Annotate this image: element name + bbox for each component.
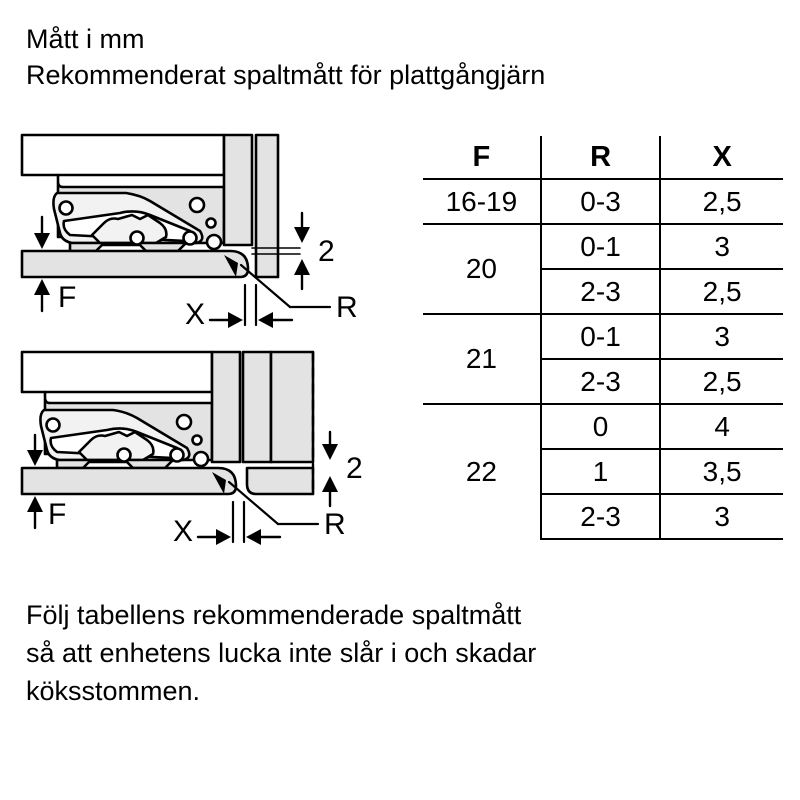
column-header-f: F bbox=[423, 136, 541, 180]
cell-r: 2-3 bbox=[539, 493, 661, 540]
table-row: 20 0-1 3 bbox=[423, 223, 783, 314]
hinge-pivot-1-b bbox=[45, 417, 61, 433]
hinge-pivot-1 bbox=[58, 200, 74, 216]
cell-r: 0-1 bbox=[539, 223, 661, 269]
hinge-pivot-3-b bbox=[191, 434, 203, 446]
r-leader-line bbox=[239, 263, 292, 309]
door-front-bar bbox=[20, 249, 250, 279]
door-front-bar-b bbox=[20, 466, 238, 496]
table-row: 1 3,5 bbox=[423, 448, 783, 494]
cell-x: 3 bbox=[659, 493, 783, 540]
instruction-line-2: så att enhetens lucka inte slår i och sk… bbox=[26, 638, 537, 668]
label-x-bottom: X bbox=[173, 515, 193, 548]
page-title-units: Mått i mm bbox=[26, 24, 145, 54]
instruction-line-3: köksstommen. bbox=[26, 676, 201, 706]
f-arrow-down bbox=[34, 233, 50, 249]
f-arrow-up bbox=[34, 279, 50, 295]
r-leader-line-b bbox=[227, 480, 280, 526]
cell-r: 0 bbox=[539, 403, 661, 449]
cabinet-panel-extension-b bbox=[269, 350, 315, 464]
table-row: 2-3 2,5 bbox=[423, 268, 783, 314]
cell-x: 2,5 bbox=[659, 179, 783, 224]
cabinet-side-panel-outer bbox=[254, 133, 280, 279]
cabinet-side-panel-outer-b bbox=[241, 350, 273, 464]
table-row: 2-3 2,5 bbox=[423, 358, 783, 404]
page-title-recommendation: Rekommenderat spaltmått för plattgångjär… bbox=[26, 60, 546, 90]
cell-r: 2-3 bbox=[539, 358, 661, 404]
hinge-pivot-4-b bbox=[116, 447, 132, 463]
gap-arrow-down bbox=[294, 227, 310, 243]
cell-x: 3 bbox=[659, 313, 783, 359]
hinge-link-plate bbox=[90, 213, 168, 245]
r-arrow-head-b bbox=[212, 472, 226, 494]
label-gap-bottom: 2 bbox=[346, 452, 363, 485]
f-arrow-down-b bbox=[27, 450, 43, 466]
clearance-spec-table: F R X 16-19 0-3 2,5 20 0-1 3 2-3 2,5 bbox=[423, 136, 783, 540]
table-header-row: F R X bbox=[423, 136, 783, 180]
hinge-pivot-3 bbox=[205, 217, 217, 229]
hinge-pivot-4 bbox=[129, 230, 145, 246]
hinge-cross-section-diagram-bottom: F X R 2 bbox=[20, 350, 363, 548]
label-x-top: X bbox=[185, 298, 205, 331]
x-arrow-left bbox=[258, 312, 273, 328]
cabinet-top-box-b bbox=[20, 350, 214, 394]
hinge-pivot-5-b bbox=[169, 447, 185, 463]
table-row: 22 0 4 bbox=[423, 403, 783, 539]
x-arrow-right bbox=[228, 312, 243, 328]
hinge-cross-section-diagram-top: F X R 2 bbox=[20, 133, 358, 331]
cabinet-side-panel-inner-b bbox=[210, 350, 242, 464]
hinge-pivot-6 bbox=[205, 233, 223, 251]
table-row: 16-19 0-3 2,5 bbox=[423, 179, 783, 224]
cell-x: 3,5 bbox=[659, 448, 783, 494]
cabinet-side-panel-inner bbox=[222, 133, 254, 247]
hinge-link-plate-b bbox=[77, 430, 155, 462]
f-arrow-up-b bbox=[27, 496, 43, 512]
cell-f: 20 bbox=[423, 223, 541, 314]
table-row: 2-3 3 bbox=[423, 493, 783, 540]
column-header-r: R bbox=[539, 136, 661, 180]
instruction-line-1: Följ tabellens rekommenderade spaltmått bbox=[26, 600, 522, 630]
gap-arrow-up bbox=[294, 259, 310, 275]
cell-f: 21 bbox=[423, 313, 541, 404]
table-row: 21 0-1 3 bbox=[423, 313, 783, 404]
cell-r: 2-3 bbox=[539, 268, 661, 314]
cell-r: 1 bbox=[539, 448, 661, 494]
cell-x: 2,5 bbox=[659, 268, 783, 314]
column-header-x: X bbox=[659, 136, 783, 180]
hinge-pivot-2-b bbox=[175, 413, 193, 431]
hinge-pivot-5 bbox=[182, 230, 198, 246]
gap-arrow-down-b bbox=[322, 444, 338, 460]
cell-f: 22 bbox=[423, 403, 541, 539]
cell-x: 4 bbox=[659, 403, 783, 449]
label-r-top: R bbox=[336, 291, 358, 324]
cell-r: 0-3 bbox=[539, 179, 661, 224]
r-arrow-head bbox=[224, 255, 238, 277]
cell-f: 16-19 bbox=[445, 185, 518, 217]
gap-arrow-up-b bbox=[322, 476, 338, 492]
adjacent-door-block-b bbox=[245, 466, 315, 496]
x-arrow-right-b bbox=[216, 529, 231, 545]
x-arrow-left-b bbox=[246, 529, 261, 545]
hinge-pivot-6-b bbox=[192, 450, 210, 468]
label-f-top: F bbox=[58, 281, 76, 314]
hinge-pivot-2 bbox=[188, 196, 206, 214]
label-r-bottom: R bbox=[324, 508, 346, 541]
cell-x: 3 bbox=[659, 223, 783, 269]
label-f-bottom: F bbox=[48, 498, 66, 531]
cabinet-top-box bbox=[20, 133, 226, 177]
cell-r: 0-1 bbox=[539, 313, 661, 359]
label-gap-top: 2 bbox=[318, 235, 335, 268]
cell-x: 2,5 bbox=[659, 358, 783, 404]
